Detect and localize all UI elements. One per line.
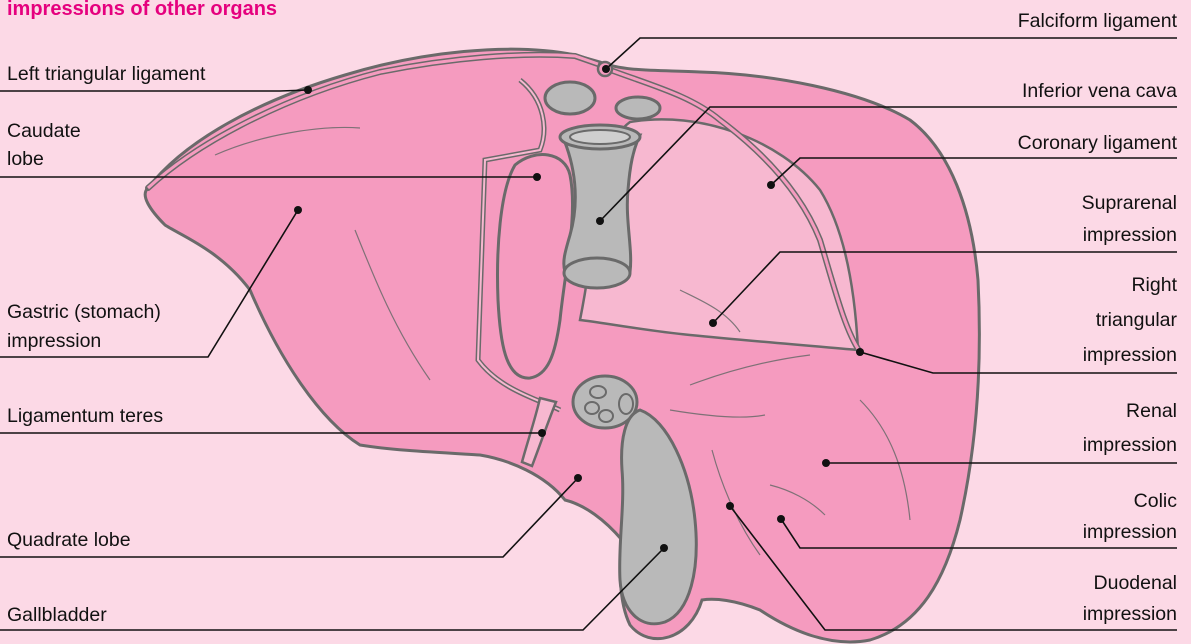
label-coronary-ligament: Coronary ligament [1018,129,1177,158]
figure-title: impressions of other organs [7,0,277,21]
label-right-triangular-line3: impression [1083,341,1177,370]
hepatic-vein-opening-1 [545,82,595,114]
label-suprarenal-impression-line1: Suprarenal [1082,189,1177,218]
label-renal-impression-line1: Renal [1126,397,1177,426]
label-renal-impression-line2: impression [1083,431,1177,460]
label-duodenal-impression-line2: impression [1083,600,1177,629]
label-ligamentum-teres: Ligamentum teres [7,402,163,431]
label-caudate-lobe-line2: lobe [7,145,44,174]
label-gastric-impression-line2: impression [7,327,101,356]
label-quadrate-lobe: Quadrate lobe [7,526,131,555]
label-colic-impression-line1: Colic [1134,487,1177,516]
hepatic-vein-opening-2 [616,97,660,119]
label-right-triangular-line1: Right [1131,271,1177,300]
label-falciform-ligament: Falciform ligament [1018,7,1177,36]
label-gastric-impression-line1: Gastric (stomach) [7,298,161,327]
label-inferior-vena-cava: Inferior vena cava [1022,77,1177,106]
label-suprarenal-impression-line2: impression [1083,221,1177,250]
label-right-triangular-line2: triangular [1096,306,1177,335]
label-duodenal-impression-line1: Duodenal [1094,569,1177,598]
label-colic-impression-line2: impression [1083,518,1177,547]
label-caudate-lobe-line1: Caudate [7,117,81,146]
label-left-triangular-ligament: Left triangular ligament [7,60,205,89]
label-gallbladder: Gallbladder [7,601,107,630]
